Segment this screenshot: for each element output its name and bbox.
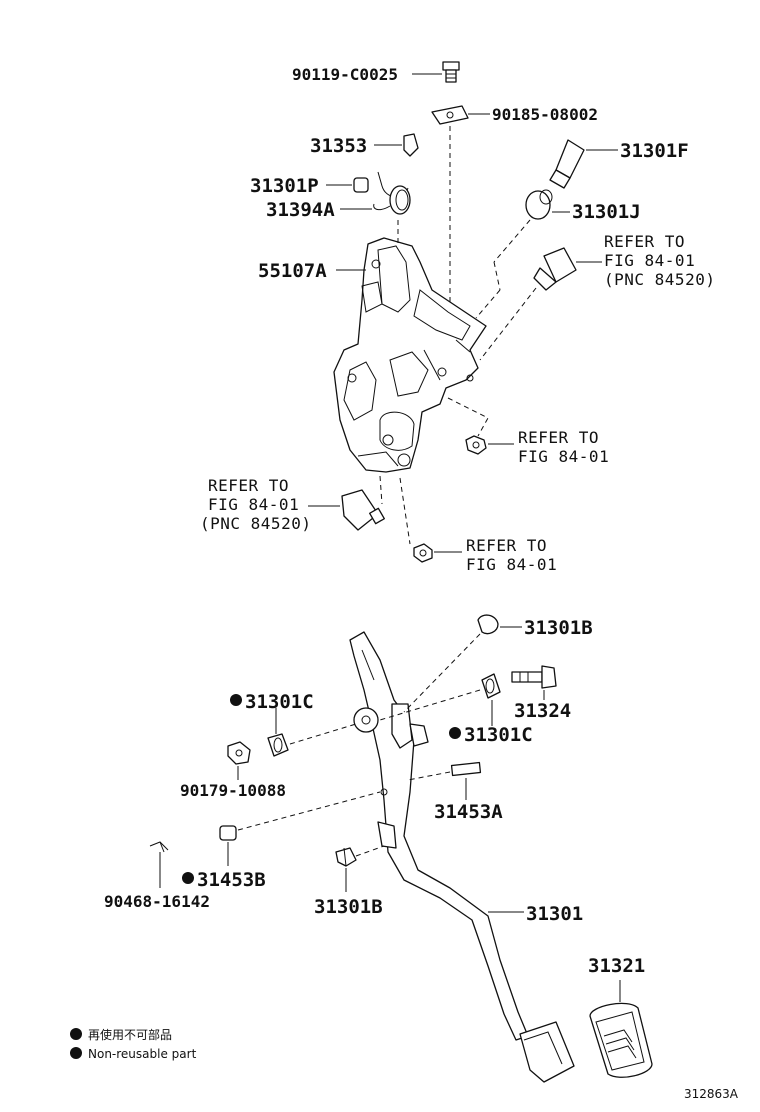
cushion-31301B-bottom-icon — [335, 847, 357, 867]
part-label-31301C-left: 31301C — [245, 691, 314, 713]
part-label-31301B-top: 31301B — [524, 617, 593, 639]
brake-pedal-arm-31301-icon — [349, 631, 575, 1083]
diagram-code: 312863A — [684, 1087, 739, 1101]
nut-mid-right-icon — [465, 435, 487, 455]
part-label-31301C-right: 31301C — [464, 724, 533, 746]
part-label-90179: 90179-10088 — [180, 781, 286, 800]
pin-31453A-icon — [450, 761, 482, 777]
part-label-31301F: 31301F — [620, 140, 689, 162]
collar-31301J-icon — [525, 189, 553, 220]
clip-31353-icon — [403, 133, 419, 157]
bolt-90119-icon — [442, 61, 460, 83]
part-label-31353: 31353 — [310, 135, 367, 157]
non-reusable-mark-31453B — [182, 872, 194, 884]
part-label-90185: 90185-08002 — [492, 105, 598, 124]
part-label-31301J: 31301J — [572, 201, 641, 223]
pedal-bracket-55107A-icon — [333, 237, 487, 473]
part-label-31324: 31324 — [514, 700, 571, 722]
reference-mid-left-line3: (PNC 84520) — [200, 514, 311, 533]
spring-31394A-icon — [373, 171, 411, 215]
reference-upper-right-line2: FIG 84-01 — [604, 251, 695, 270]
non-reusable-mark-31301C-right — [449, 727, 461, 739]
pedal-pad-31321-icon — [589, 1002, 653, 1078]
legend-text-english: Non-reusable part — [88, 1047, 197, 1061]
reference-mid-left-line1: REFER TO — [208, 476, 289, 495]
legend-bullet-1 — [70, 1028, 82, 1040]
non-reusable-mark-31301C-left — [230, 694, 242, 706]
part-label-55107A: 55107A — [258, 260, 327, 282]
clip-nut-90185-icon — [431, 105, 469, 125]
nut-lower-right-icon — [413, 543, 433, 563]
bushing-31301C-right-icon — [481, 673, 501, 699]
bushing-31453B-icon — [219, 825, 237, 841]
part-label-31394A: 31394A — [266, 199, 335, 221]
nut-90179-icon — [227, 741, 251, 765]
reference-lower-right-line2: FIG 84-01 — [466, 555, 557, 574]
part-label-31301P: 31301P — [250, 175, 319, 197]
part-label-31301: 31301 — [526, 903, 583, 925]
reference-upper-right-line1: REFER TO — [604, 232, 685, 251]
bolt-31301F-icon — [549, 139, 585, 189]
part-label-31453B: 31453B — [197, 869, 266, 891]
part-label-31321: 31321 — [588, 955, 645, 977]
part-label-90468: 90468-16142 — [104, 892, 210, 911]
stop-lamp-switch-upper-icon — [533, 247, 577, 291]
part-label-31453A: 31453A — [434, 801, 503, 823]
stop-lamp-switch-mid-left-icon — [341, 489, 385, 531]
legend-text-japanese: 再使用不可部品 — [88, 1027, 172, 1042]
reference-mid-left-line2: FIG 84-01 — [208, 495, 299, 514]
bushing-31301C-left-icon — [267, 733, 289, 757]
part-label-31301B-bottom: 31301B — [314, 896, 383, 918]
reference-mid-right-line1: REFER TO — [518, 428, 599, 447]
bushing-31301P-icon — [353, 177, 369, 193]
reference-mid-right-line2: FIG 84-01 — [518, 447, 609, 466]
reference-upper-right-line3: (PNC 84520) — [604, 270, 715, 289]
clip-90468-icon — [149, 841, 169, 853]
legend-bullet-2 — [70, 1047, 82, 1059]
reference-lower-right-line1: REFER TO — [466, 536, 547, 555]
part-label-90119: 90119-C0025 — [292, 65, 398, 84]
bolt-31324-icon — [511, 665, 557, 689]
cushion-31301B-top-icon — [477, 614, 499, 635]
